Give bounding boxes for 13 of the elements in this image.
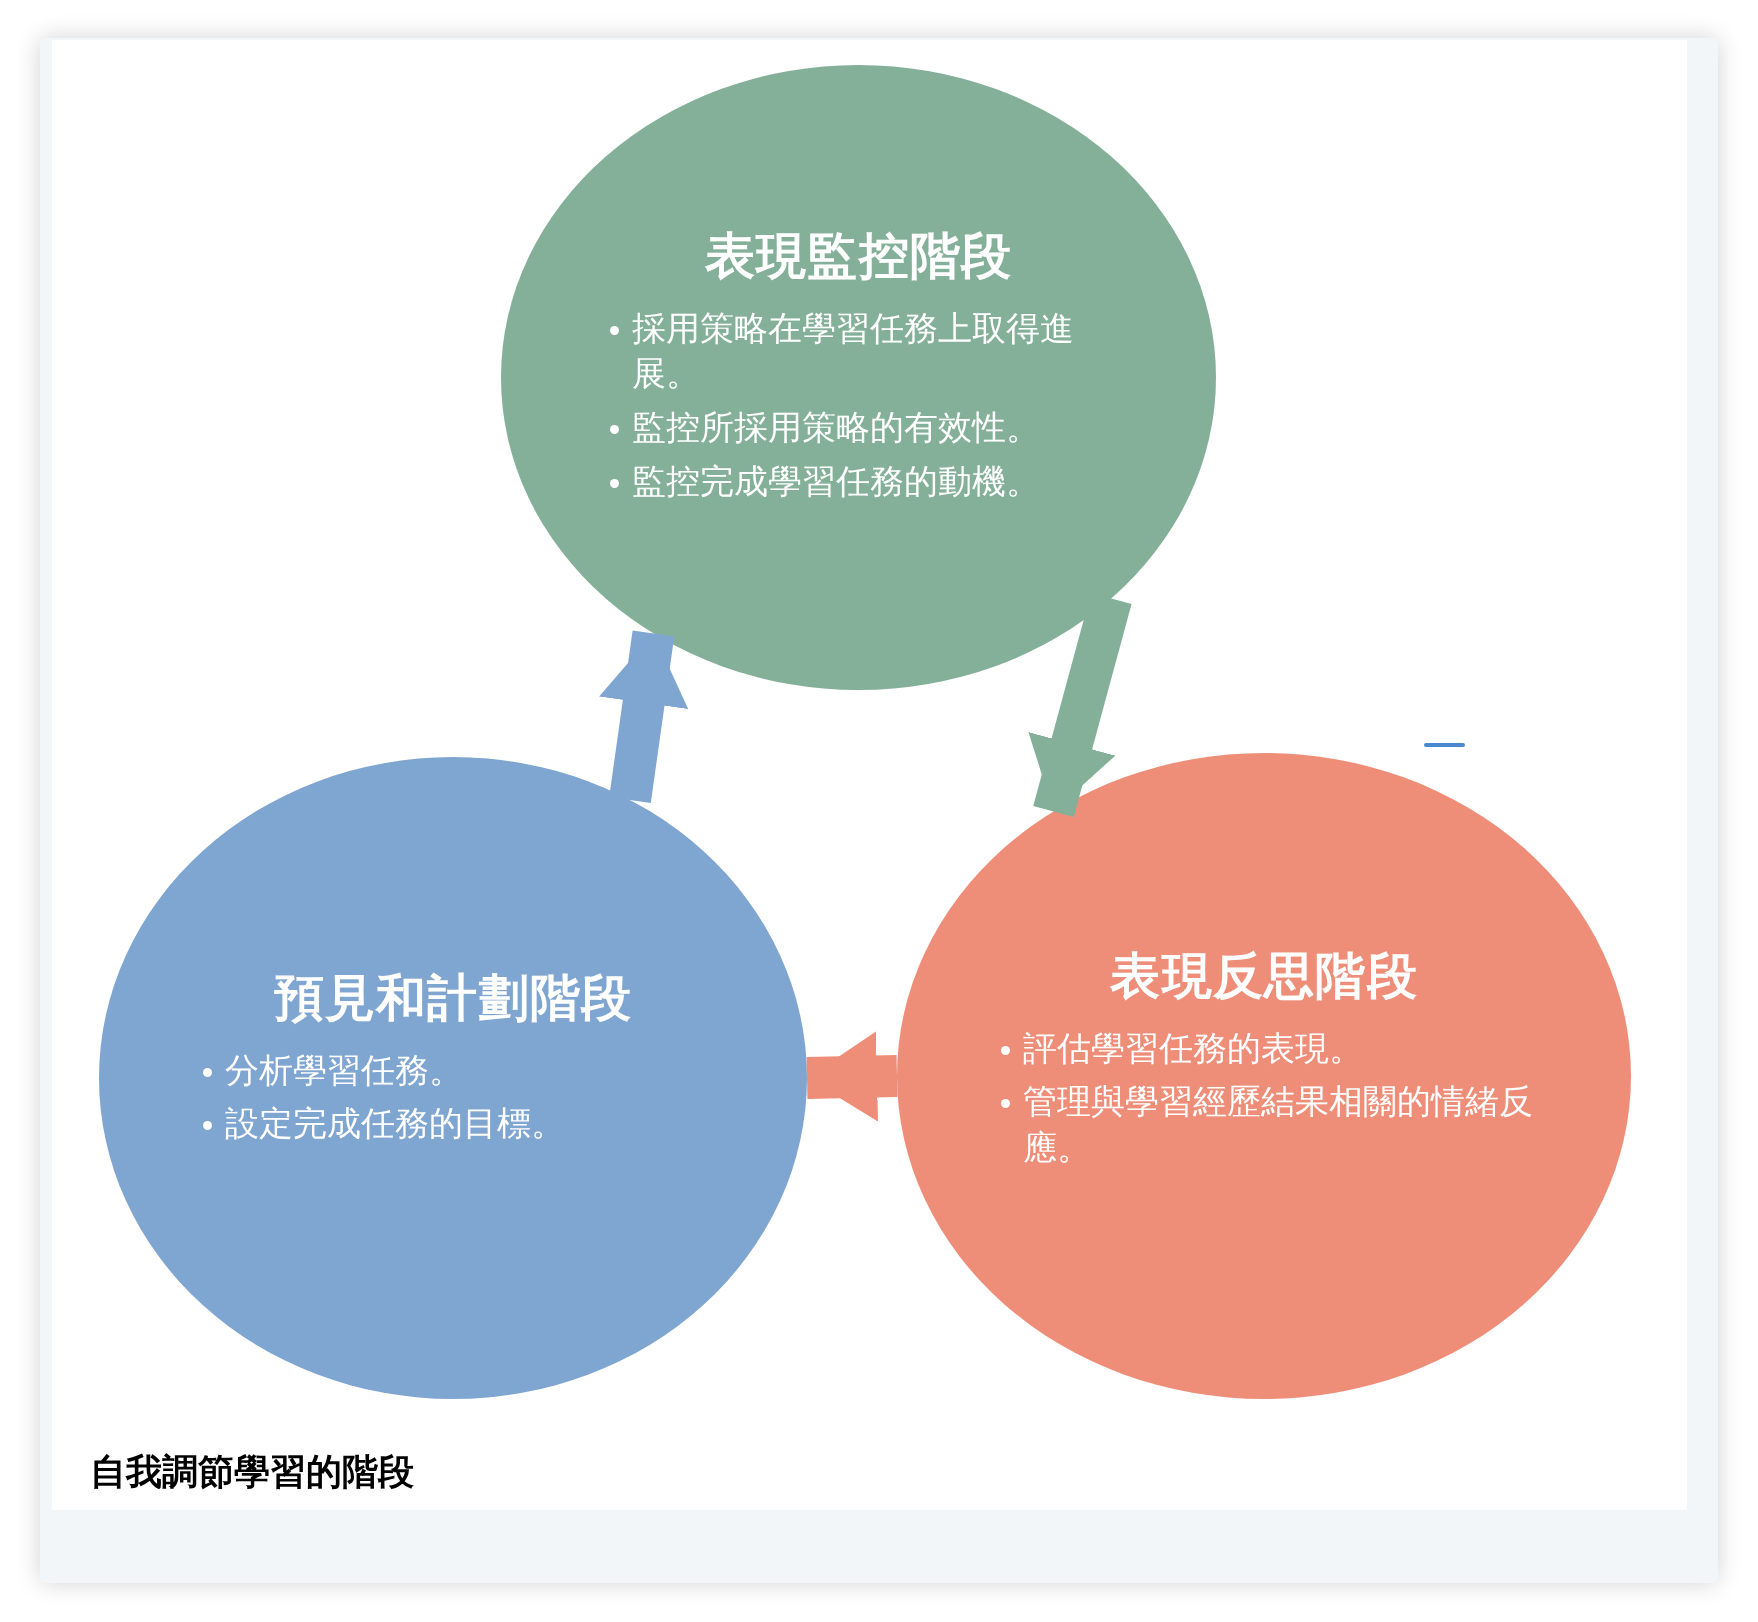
- block-arrow: [806, 1031, 898, 1122]
- bullet-text: 評估學習任務的表現。: [997, 1025, 1537, 1072]
- bullet-text: 採用策略在學習任務上取得進展。: [606, 305, 1126, 398]
- phase-title: 表現反思階段: [1110, 946, 1418, 1007]
- block-arrow: [599, 630, 689, 803]
- bullet-text: 設定完成任務的目標。: [199, 1101, 719, 1148]
- phase-title: 表現監控階段: [704, 226, 1013, 287]
- bullet-text: 分析學習任務。: [199, 1047, 719, 1094]
- phase-title: 預見和計劃階段: [273, 968, 633, 1029]
- bullet-text: 監控完成學習任務的動機。: [606, 459, 1126, 506]
- bullet-text: 監控所採用策略的有效性。: [606, 405, 1126, 452]
- bullet-text: 管理與學習經歷結果相關的情緒反應。: [997, 1079, 1537, 1172]
- caption: 自我調節學習的階段: [90, 1450, 414, 1494]
